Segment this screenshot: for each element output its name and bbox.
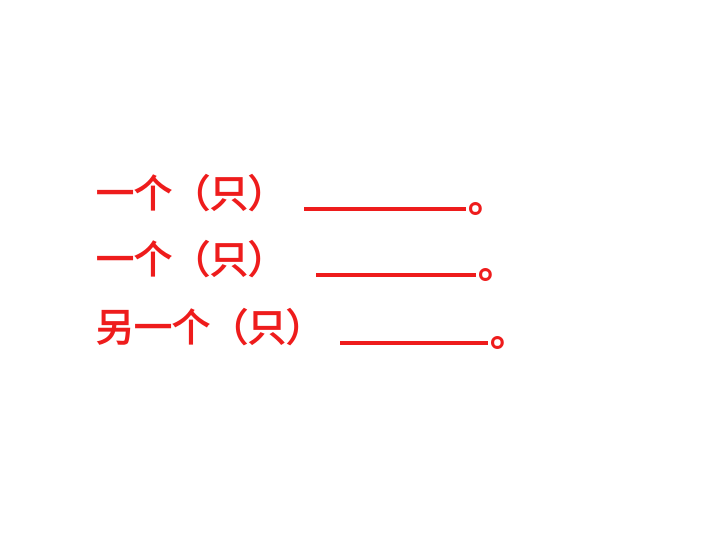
sentence-period: 。 bbox=[478, 243, 517, 287]
sentence-prefix: 另一个（只） bbox=[96, 306, 325, 350]
sentence-period: 。 bbox=[468, 177, 507, 221]
fill-in-blank[interactable] bbox=[340, 341, 489, 345]
sentence-prefix: 一个（只） bbox=[96, 238, 287, 282]
sentence-line-2: 一个（只） 。 bbox=[96, 232, 516, 288]
sentence-line-3: 另一个（只） 。 bbox=[96, 300, 528, 356]
fill-in-blank[interactable] bbox=[316, 273, 477, 277]
sentence-line-1: 一个（只） 。 bbox=[96, 166, 506, 222]
fill-in-blank[interactable] bbox=[304, 207, 467, 211]
sentence-prefix: 一个（只） bbox=[96, 172, 287, 216]
sentence-period: 。 bbox=[490, 311, 529, 355]
